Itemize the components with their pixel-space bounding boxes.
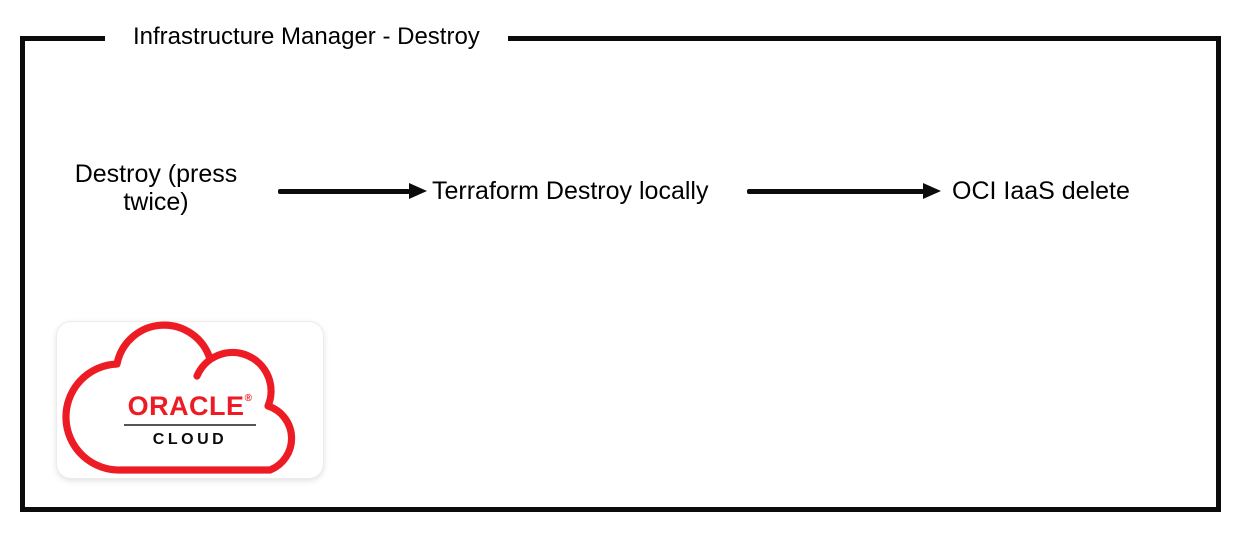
cloud-product-label: CLOUD <box>152 431 228 448</box>
flow-arrow-terraform-to-oci <box>747 189 924 194</box>
oracle-cloud-logo: ORACLE® CLOUD <box>57 321 323 478</box>
flow-arrow-destroy-to-terraform <box>278 189 410 194</box>
oracle-brand-text: ORACLE <box>127 391 245 421</box>
flow-node-destroy: Destroy (press twice) <box>74 160 238 216</box>
arrowhead-icon <box>923 183 941 199</box>
registered-trademark-icon: ® <box>244 393 253 404</box>
arrowhead-icon <box>409 183 427 199</box>
diagram-frame: Infrastructure Manager - Destroy <box>20 20 1221 512</box>
flow-node-oci: OCI IaaS delete <box>952 177 1130 205</box>
logo-divider <box>124 424 256 426</box>
logo-text-block: ORACLE® CLOUD <box>57 393 323 448</box>
diagram-title: Infrastructure Manager - Destroy <box>105 20 508 54</box>
flow-node-terraform: Terraform Destroy locally <box>432 177 709 205</box>
oracle-wordmark: ORACLE® <box>57 393 323 420</box>
cloud-icon <box>62 321 296 474</box>
